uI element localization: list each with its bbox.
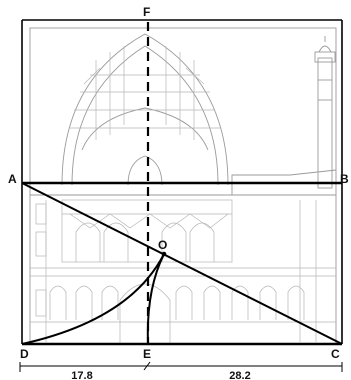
dimension-line bbox=[19, 361, 343, 372]
arc-oe bbox=[146, 253, 165, 345]
dimension-right: 28.2 bbox=[229, 370, 250, 380]
label-b: B bbox=[340, 172, 349, 186]
facade-sketch bbox=[29, 27, 337, 345]
construction-lines bbox=[21, 19, 343, 346]
label-d: D bbox=[20, 347, 29, 361]
label-o: O bbox=[158, 238, 167, 252]
arc-do bbox=[21, 253, 165, 345]
dimension-left: 17.8 bbox=[71, 370, 92, 380]
label-c: C bbox=[331, 347, 340, 361]
label-f: F bbox=[143, 5, 150, 19]
point-o-marker bbox=[161, 251, 167, 257]
label-a: A bbox=[8, 172, 17, 186]
diagonal-ac bbox=[21, 182, 343, 345]
point-labels: F A B O D E C bbox=[8, 5, 349, 361]
label-e: E bbox=[143, 347, 151, 361]
